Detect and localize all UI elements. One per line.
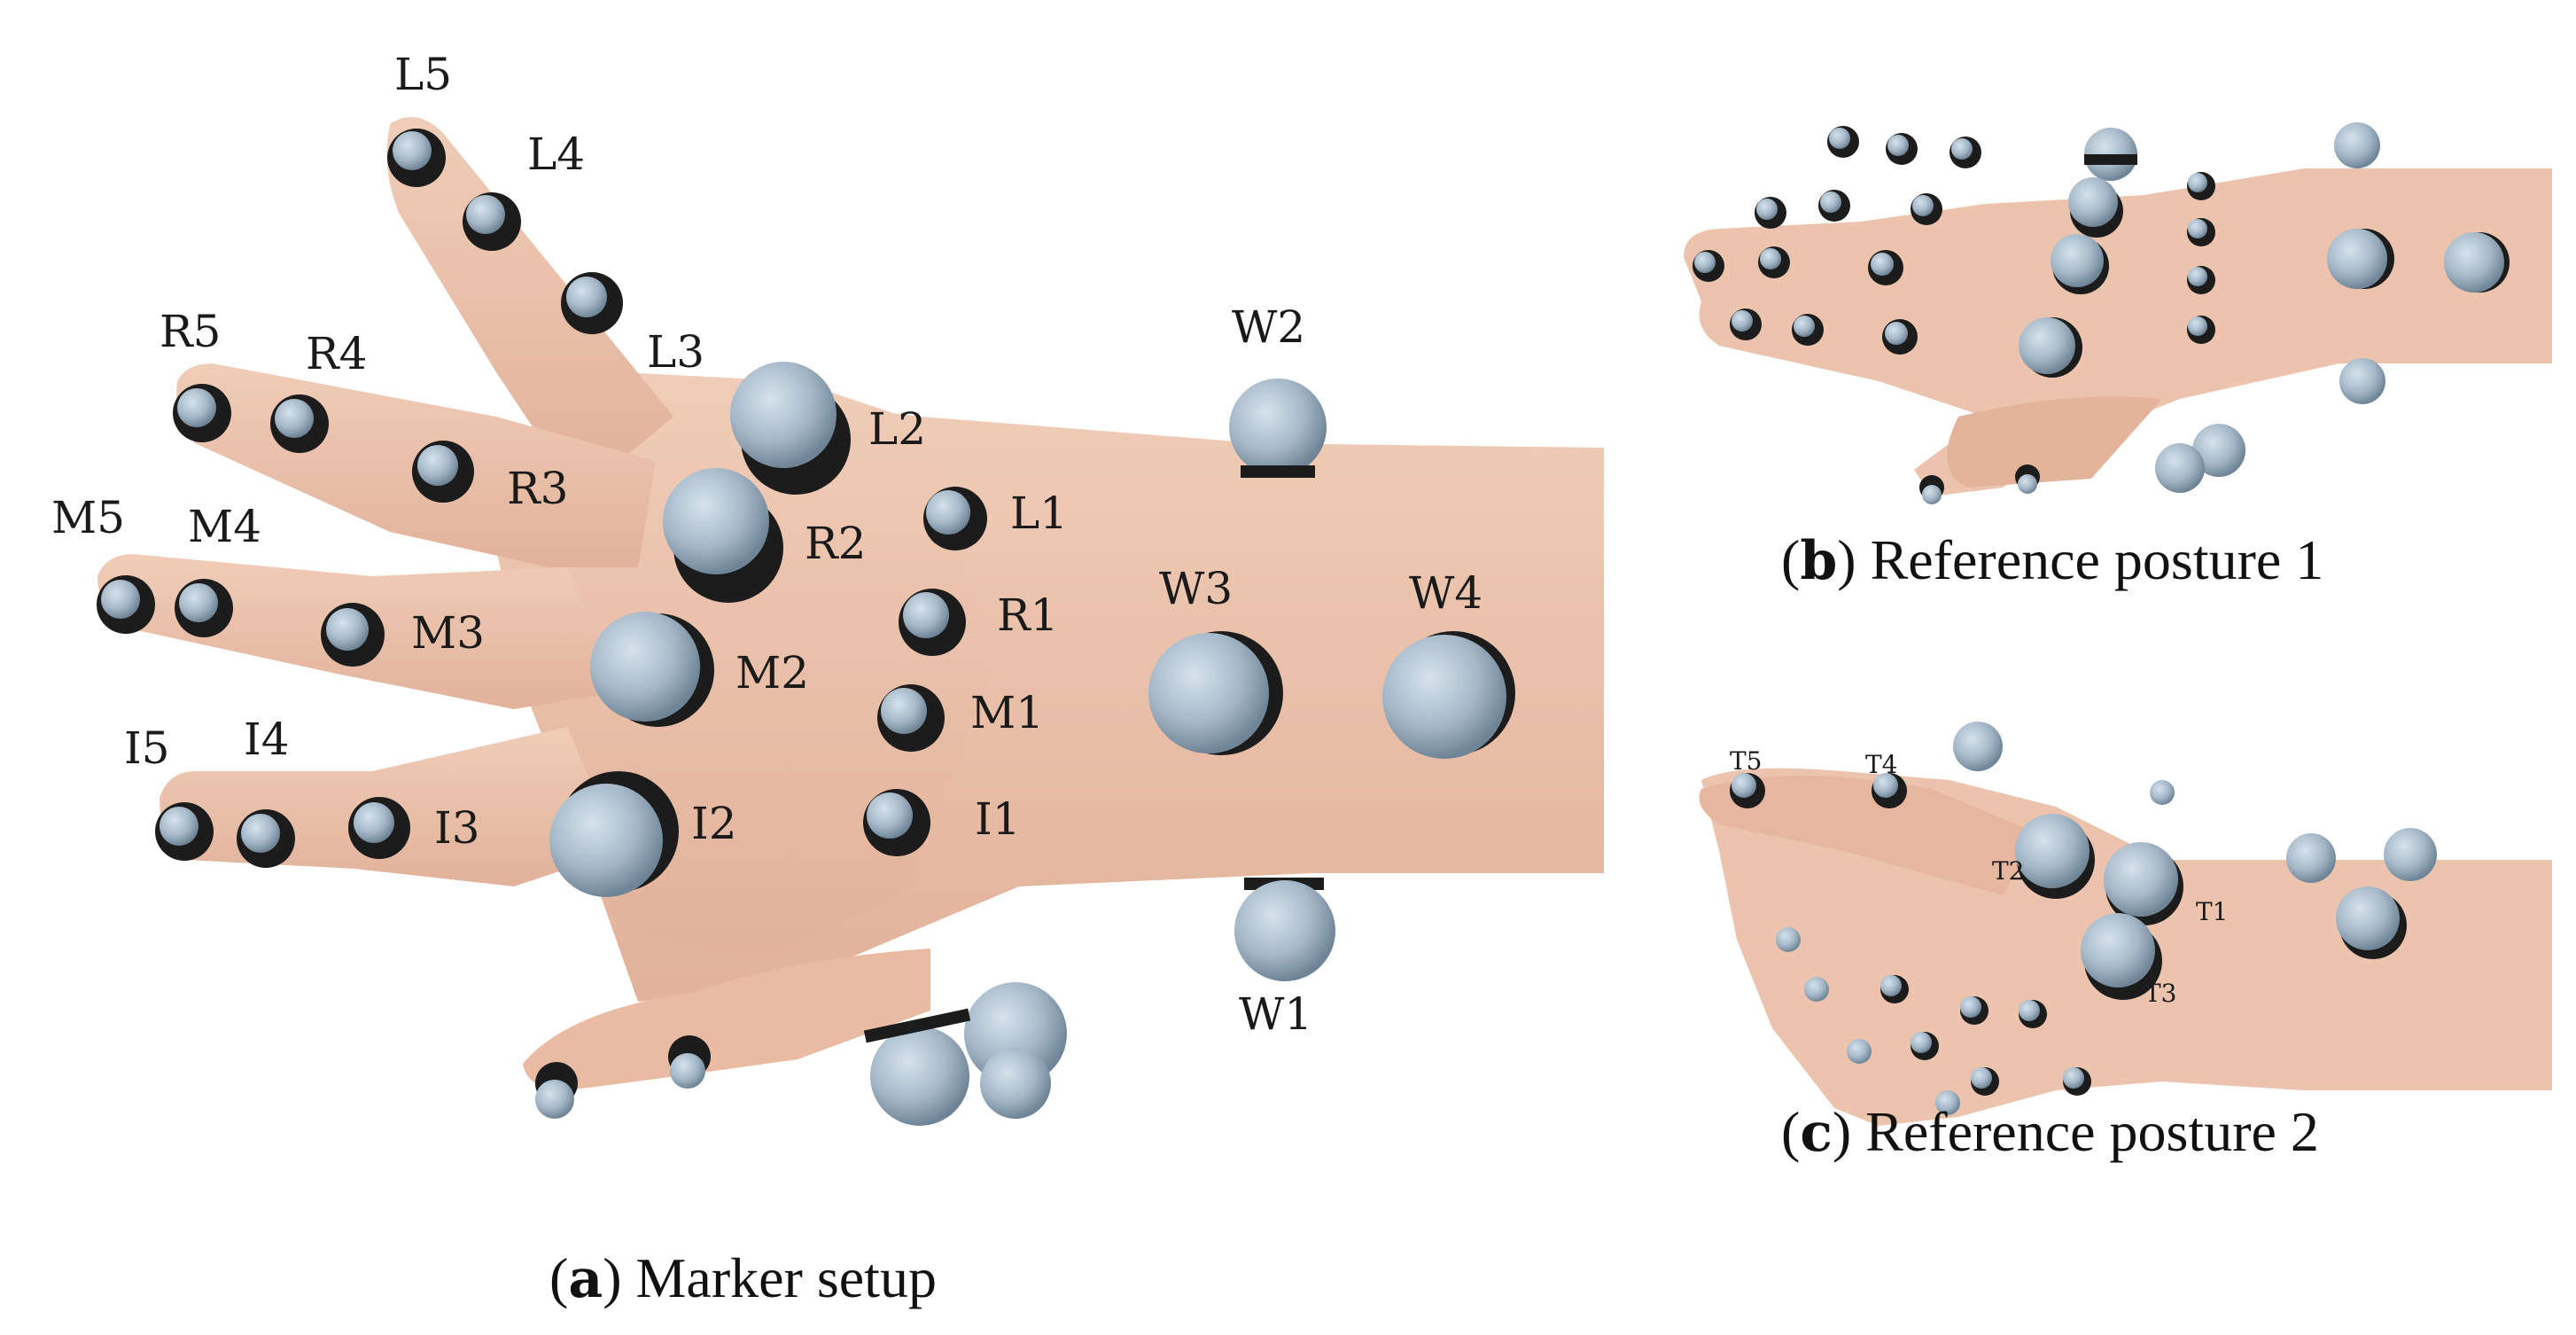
caption-letter: b xyxy=(1800,530,1838,592)
label-M4: M4 xyxy=(188,501,262,552)
caption-text: Reference posture 2 xyxy=(1865,1100,2319,1163)
label-R4: R4 xyxy=(306,328,368,379)
caption-reference-posture-2: (c) Reference posture 2 xyxy=(1781,1100,2319,1164)
label-W1: W1 xyxy=(1239,988,1313,1040)
thumb-shape xyxy=(1699,776,2038,895)
caption-letter: a xyxy=(568,1248,603,1310)
label-T2: T2 xyxy=(1992,856,2025,886)
finger-little xyxy=(386,117,673,479)
markers-small xyxy=(97,129,987,1119)
label-W4: W4 xyxy=(1409,567,1483,619)
panel-marker-setup: L5 L4 L3 L2 L1 R5 R4 R3 R2 R1 M5 M4 M3 M… xyxy=(51,49,1604,1310)
caption-text: Marker setup xyxy=(635,1246,937,1309)
label-I3: I3 xyxy=(434,802,480,854)
label-R1: R1 xyxy=(997,589,1059,641)
label-M3: M3 xyxy=(411,607,486,659)
markers xyxy=(1730,722,2437,1115)
label-T3: T3 xyxy=(2144,979,2177,1008)
label-R3: R3 xyxy=(507,463,569,514)
label-M5: M5 xyxy=(51,492,126,543)
panel-reference-posture-2: T5 T4 T2 T1 T3 (c) Reference posture 2 xyxy=(1666,709,2576,1188)
label-R2: R2 xyxy=(805,518,867,569)
hand-posture-1-photo xyxy=(1684,122,2552,504)
label-L2: L2 xyxy=(868,403,927,455)
caption-letter: c xyxy=(1800,1102,1833,1164)
label-M2: M2 xyxy=(735,647,810,699)
markers-large xyxy=(549,362,1515,1126)
hand-dorsal-photo xyxy=(97,117,1604,1126)
caption-reference-posture-1: (b) Reference posture 1 xyxy=(1781,528,2324,592)
label-M1: M1 xyxy=(970,687,1045,738)
label-L5: L5 xyxy=(394,49,453,100)
label-W3: W3 xyxy=(1159,563,1234,614)
caption-text: Reference posture 1 xyxy=(1870,528,2324,591)
label-W2: W2 xyxy=(1232,301,1306,353)
caption-marker-setup: (a) Marker setup xyxy=(549,1246,937,1310)
label-I1: I1 xyxy=(975,793,1021,845)
label-R5: R5 xyxy=(160,306,222,357)
label-T4: T4 xyxy=(1865,750,1898,779)
label-L4: L4 xyxy=(527,129,586,180)
label-I5: I5 xyxy=(124,722,170,774)
thumb-shape xyxy=(523,949,930,1090)
label-L1: L1 xyxy=(1010,488,1069,539)
thumb-shape xyxy=(1947,396,2162,488)
label-T5: T5 xyxy=(1730,746,1763,776)
label-T1: T1 xyxy=(2196,897,2229,926)
label-I2: I2 xyxy=(691,798,737,849)
hands-posture-2-photo xyxy=(1699,722,2552,1126)
label-L3: L3 xyxy=(647,326,705,378)
panel-reference-posture-1: (b) Reference posture 1 xyxy=(1666,98,2576,629)
markers xyxy=(1693,122,2510,504)
label-I4: I4 xyxy=(244,714,290,765)
